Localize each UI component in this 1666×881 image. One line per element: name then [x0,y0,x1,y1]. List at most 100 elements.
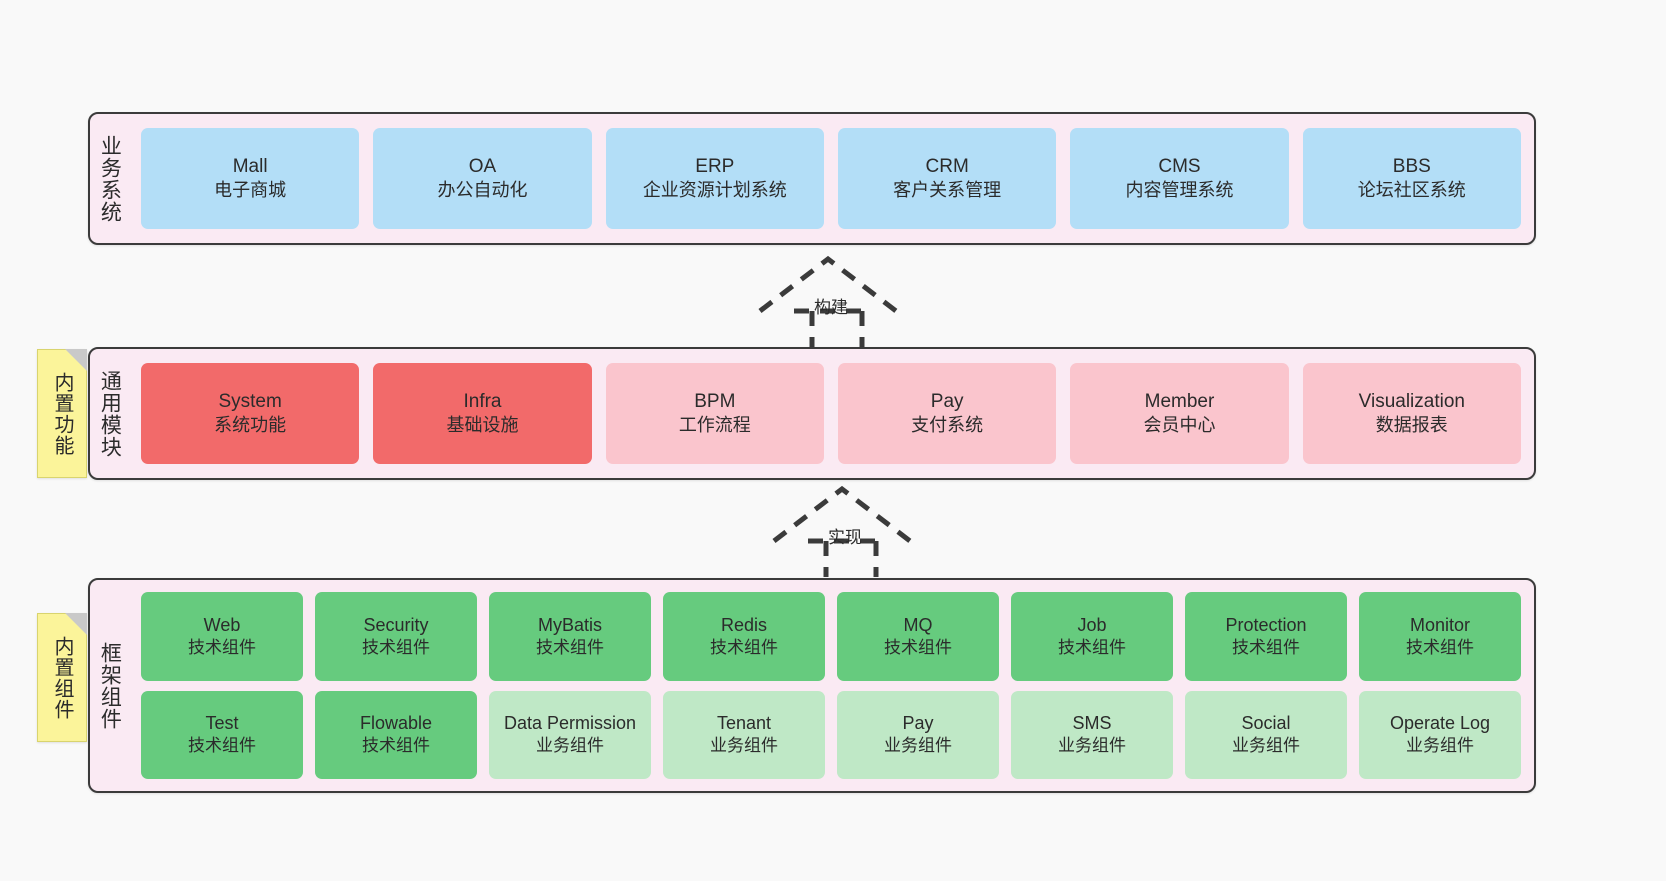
card-sms-name: SMS [1072,713,1112,734]
card-social[interactable]: Social 业务组件 [1185,690,1347,779]
card-operate-log-desc: 业务组件 [1406,736,1474,756]
card-visualization-desc: 数据报表 [1375,415,1448,436]
card-mall-desc: 电子商城 [214,180,287,201]
card-monitor-name: Monitor [1409,614,1471,635]
layer-framework-components-title: 框架组件 [98,641,122,730]
layer-business-systems-cards: Mall 电子商城 OA 办公自动化 ERP 企业资源计划系统 CRM 客户关系… [128,114,1534,243]
card-bpm-name: BPM [694,390,736,412]
card-erp-desc: 企业资源计划系统 [642,180,787,201]
framework-row-business: Test 技术组件 Flowable 技术组件 Data Permission … [141,690,1521,779]
card-mall-name: Mall [232,155,268,177]
card-job-name: Job [1077,614,1107,635]
card-crm-desc: 客户关系管理 [893,180,1002,201]
arrow-implement-glyph [772,485,912,577]
card-tenant[interactable]: Tenant 业务组件 [663,690,825,779]
layer-common-modules-title: 通用模块 [98,369,122,458]
card-crm[interactable]: CRM 客户关系管理 [837,128,1057,229]
card-operate-log-name: Operate Log [1389,713,1491,734]
note-builtin-function-label: 内置功能 [51,371,73,456]
arrow-implement: 实现 [766,485,956,577]
card-protection-name: Protection [1225,614,1307,635]
card-infra-name: Infra [463,390,502,412]
card-web[interactable]: Web 技术组件 [141,592,303,681]
card-erp-name: ERP [695,155,735,177]
card-bbs-desc: 论坛社区系统 [1357,180,1466,201]
card-infra-desc: 基础设施 [446,415,519,436]
note-builtin-component-label: 内置组件 [51,635,73,720]
card-bbs-name: BBS [1392,155,1431,177]
card-visualization[interactable]: Visualization 数据报表 [1302,363,1521,464]
card-security-name: Security [363,614,429,635]
card-social-desc: 业务组件 [1232,736,1300,756]
card-redis-desc: 技术组件 [710,637,778,657]
card-web-desc: 技术组件 [188,637,256,657]
card-redis-name: Redis [720,614,768,635]
card-mybatis[interactable]: MyBatis 技术组件 [489,592,651,681]
card-job-desc: 技术组件 [1058,637,1126,657]
card-bpm-desc: 工作流程 [678,415,751,436]
card-sms-desc: 业务组件 [1058,736,1126,756]
card-member-name: Member [1144,390,1215,412]
arrow-build-label: 构建 [814,298,848,317]
card-mq-desc: 技术组件 [884,637,952,657]
layer-common-modules-cards: System 系统功能 Infra 基础设施 BPM 工作流程 Pay 支付系统… [128,349,1534,478]
layer-business-systems-title: 业务系统 [98,134,122,223]
card-sms[interactable]: SMS 业务组件 [1011,690,1173,779]
card-flowable-desc: 技术组件 [362,736,430,756]
card-data-permission-desc: 业务组件 [536,736,604,756]
card-pay-module-name: Pay [930,390,964,412]
card-security-desc: 技术组件 [362,637,430,657]
card-data-permission-name: Data Permission [503,713,637,734]
card-mall[interactable]: Mall 电子商城 [141,128,360,229]
card-erp[interactable]: ERP 企业资源计划系统 [605,128,824,229]
card-mq-name: MQ [903,614,933,635]
card-crm-name: CRM [925,155,969,177]
arrow-build-glyph [758,255,898,347]
card-visualization-name: Visualization [1358,390,1465,412]
card-bbs[interactable]: BBS 论坛社区系统 [1302,128,1521,229]
card-redis[interactable]: Redis 技术组件 [663,592,825,681]
card-monitor[interactable]: Monitor 技术组件 [1359,592,1521,681]
arrow-implement-label: 实现 [828,528,862,547]
card-mybatis-name: MyBatis [537,614,602,635]
card-job[interactable]: Job 技术组件 [1011,592,1173,681]
card-pay-module[interactable]: Pay 支付系统 [837,363,1057,464]
card-member[interactable]: Member 会员中心 [1070,363,1289,464]
card-test[interactable]: Test 技术组件 [141,690,303,779]
layer-framework-components: 框架组件 Web 技术组件 Security 技术组件 MyBatis 技术组件… [88,578,1536,793]
note-builtin-function: 内置功能 [37,349,87,478]
card-cms-desc: 内容管理系统 [1125,180,1234,201]
card-pay-component-desc: 业务组件 [884,736,952,756]
card-mybatis-desc: 技术组件 [536,637,604,657]
layer-framework-components-cards: Web 技术组件 Security 技术组件 MyBatis 技术组件 Redi… [128,580,1534,791]
card-member-desc: 会员中心 [1143,415,1216,436]
card-cms-name: CMS [1158,155,1201,177]
card-flowable-name: Flowable [359,713,433,734]
card-oa-name: OA [468,155,497,177]
card-security[interactable]: Security 技术组件 [315,592,477,681]
card-data-permission[interactable]: Data Permission 业务组件 [489,690,651,779]
layer-business-systems: 业务系统 Mall 电子商城 OA 办公自动化 ERP 企业资源计划系统 CRM… [88,112,1536,245]
card-system[interactable]: System 系统功能 [141,363,360,464]
card-pay-component[interactable]: Pay 业务组件 [837,690,999,779]
card-protection[interactable]: Protection 技术组件 [1185,592,1347,681]
card-infra[interactable]: Infra 基础设施 [373,363,592,464]
arrow-build: 构建 [752,255,942,347]
card-test-name: Test [205,713,239,734]
card-protection-desc: 技术组件 [1232,637,1300,657]
card-tenant-desc: 业务组件 [710,736,778,756]
card-operate-log[interactable]: Operate Log 业务组件 [1359,690,1521,779]
card-mq[interactable]: MQ 技术组件 [837,592,999,681]
layer-common-modules: 通用模块 System 系统功能 Infra 基础设施 BPM 工作流程 Pay… [88,347,1536,480]
card-social-name: Social [1241,713,1291,734]
card-oa[interactable]: OA 办公自动化 [373,128,592,229]
card-monitor-desc: 技术组件 [1406,637,1474,657]
card-flowable[interactable]: Flowable 技术组件 [315,690,477,779]
card-oa-desc: 办公自动化 [437,180,528,201]
card-bpm[interactable]: BPM 工作流程 [605,363,824,464]
framework-row-technical: Web 技术组件 Security 技术组件 MyBatis 技术组件 Redi… [141,592,1521,681]
card-cms[interactable]: CMS 内容管理系统 [1070,128,1289,229]
card-system-desc: 系统功能 [214,415,287,436]
card-web-name: Web [203,614,241,635]
